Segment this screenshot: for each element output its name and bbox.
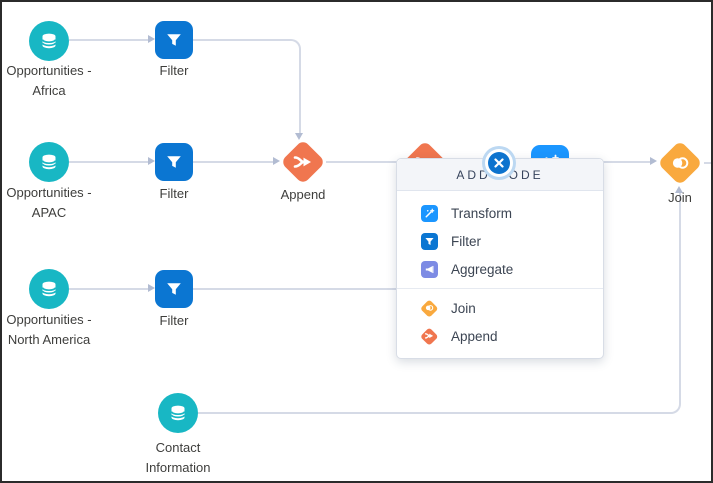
menu-item-append[interactable]: Append: [397, 322, 603, 350]
edge-na-to-filter: [69, 288, 148, 290]
edge-filter-apac-to-append: [193, 161, 273, 163]
menu-item-label: Filter: [451, 233, 481, 249]
node-label-opportunities-north-america: Opportunities -North America: [6, 312, 92, 347]
edge-africa-to-filter: [69, 39, 148, 41]
dataset-node-opportunities-africa[interactable]: [29, 21, 69, 61]
node-label-opportunities-africa: Opportunities -Africa: [6, 63, 92, 98]
join-node[interactable]: [657, 140, 703, 186]
arrowhead: [148, 157, 155, 165]
node-label-filter-north-america: Filter: [159, 313, 189, 328]
edge-filter-africa-to-append: [193, 39, 301, 134]
filter-icon: [164, 152, 184, 172]
add-node-menu: Transform Filter Aggregate: [397, 191, 603, 358]
edge-contact-to-join: [198, 193, 681, 414]
database-icon: [39, 31, 59, 51]
node-label-join: Join: [668, 190, 692, 205]
close-icon[interactable]: [488, 152, 510, 174]
join-icon: [420, 299, 439, 317]
arrowhead: [273, 157, 280, 165]
add-node-popup: ADD NODE Transform Filter Aggregate: [396, 158, 604, 359]
menu-divider: [397, 288, 603, 289]
filter-icon: [421, 232, 438, 250]
arrowhead: [650, 157, 657, 165]
database-icon: [39, 279, 59, 299]
arrowhead: [148, 284, 155, 292]
database-icon: [39, 152, 59, 172]
arrowhead: [148, 35, 155, 43]
edge-join-output: [704, 162, 711, 164]
arrowhead: [675, 186, 683, 193]
menu-item-filter[interactable]: Filter: [397, 227, 603, 255]
filter-node-north-america[interactable]: [155, 270, 193, 308]
node-label-opportunities-apac: Opportunities -APAC: [6, 185, 92, 220]
dataset-node-opportunities-north-america[interactable]: [29, 269, 69, 309]
aggregate-icon: [421, 260, 438, 278]
join-icon: [669, 152, 691, 174]
menu-item-join[interactable]: Join: [397, 294, 603, 322]
menu-item-transform[interactable]: Transform: [397, 199, 603, 227]
menu-item-label: Transform: [451, 205, 513, 221]
dataset-node-opportunities-apac[interactable]: [29, 142, 69, 182]
append-icon: [292, 151, 314, 173]
node-label-filter-africa: Filter: [159, 63, 189, 78]
node-label-append: Append: [280, 187, 326, 202]
filter-node-africa[interactable]: [155, 21, 193, 59]
menu-item-label: Join: [451, 300, 476, 316]
filter-icon: [164, 30, 184, 50]
dataset-node-contact-information[interactable]: [158, 393, 198, 433]
menu-item-label: Aggregate: [451, 261, 514, 277]
transform-icon: [421, 204, 438, 222]
filter-icon: [164, 279, 184, 299]
node-label-filter-apac: Filter: [159, 186, 189, 201]
append-node[interactable]: [280, 139, 326, 185]
database-icon: [168, 403, 188, 423]
filter-node-apac[interactable]: [155, 143, 193, 181]
append-icon: [420, 327, 439, 345]
arrowhead: [295, 133, 303, 140]
menu-item-label: Append: [451, 328, 498, 344]
menu-item-aggregate[interactable]: Aggregate: [397, 255, 603, 283]
edge-apac-to-filter: [69, 161, 148, 163]
